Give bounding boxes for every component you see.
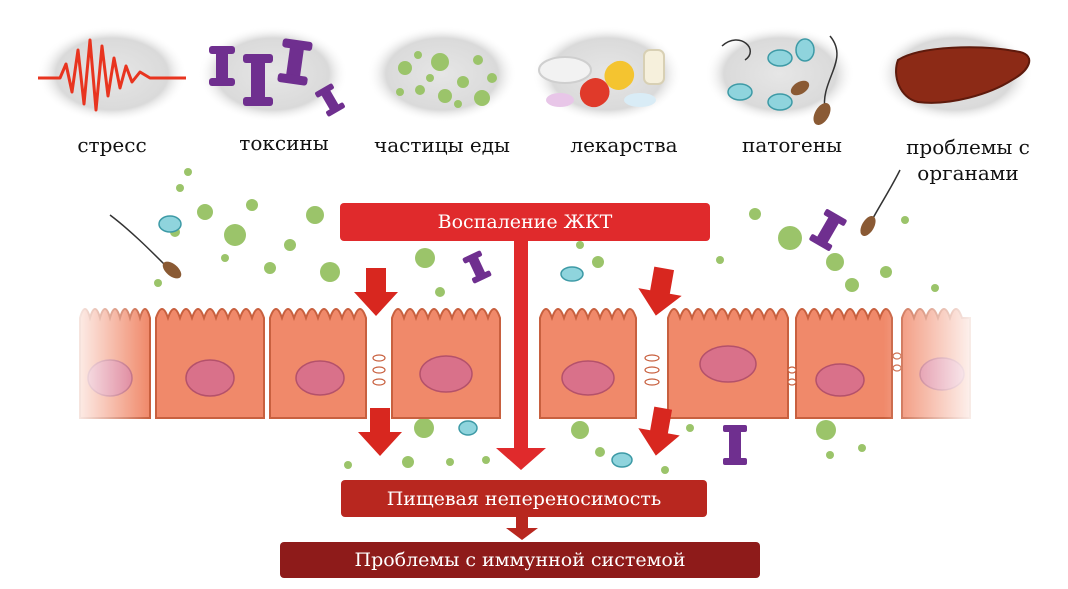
cause-label-toxins: токсины [239,131,329,155]
scattered-toxins [462,209,847,465]
inflammation-label: Воспаление ЖКТ [437,211,613,233]
down-arrow [354,268,398,316]
intolerance-down-arrow [506,517,538,540]
cause-label-pathogens: патогены [742,133,842,157]
pills-icon [538,49,665,108]
intolerance-label: Пищевая непереносимость [386,487,662,510]
bacteria-icon [721,35,838,125]
leak-arrows [354,266,682,456]
down-arrow [638,406,680,456]
cause-label-stress: стресс [77,133,147,157]
cause-label-organs: проблемы с органами [906,135,1030,185]
toxin-molecule-icon [209,38,345,117]
cause-label-drugs: лекарства [570,133,678,157]
stress-wave-icon [38,38,186,112]
immune-label: Проблемы с иммунной системой [354,549,686,571]
cause-label-food: частицы еды [374,133,510,157]
down-arrow [358,408,402,456]
immune-box [280,542,760,578]
liver-icon [895,46,1031,104]
down-arrow [638,266,682,316]
food-particles-icon [396,51,497,108]
inflammation-down-arrow [496,241,546,470]
cause-icons [37,26,1033,125]
inflammation-box [340,203,710,241]
scattered-bacteria [109,169,901,468]
intolerance-box [341,480,707,517]
